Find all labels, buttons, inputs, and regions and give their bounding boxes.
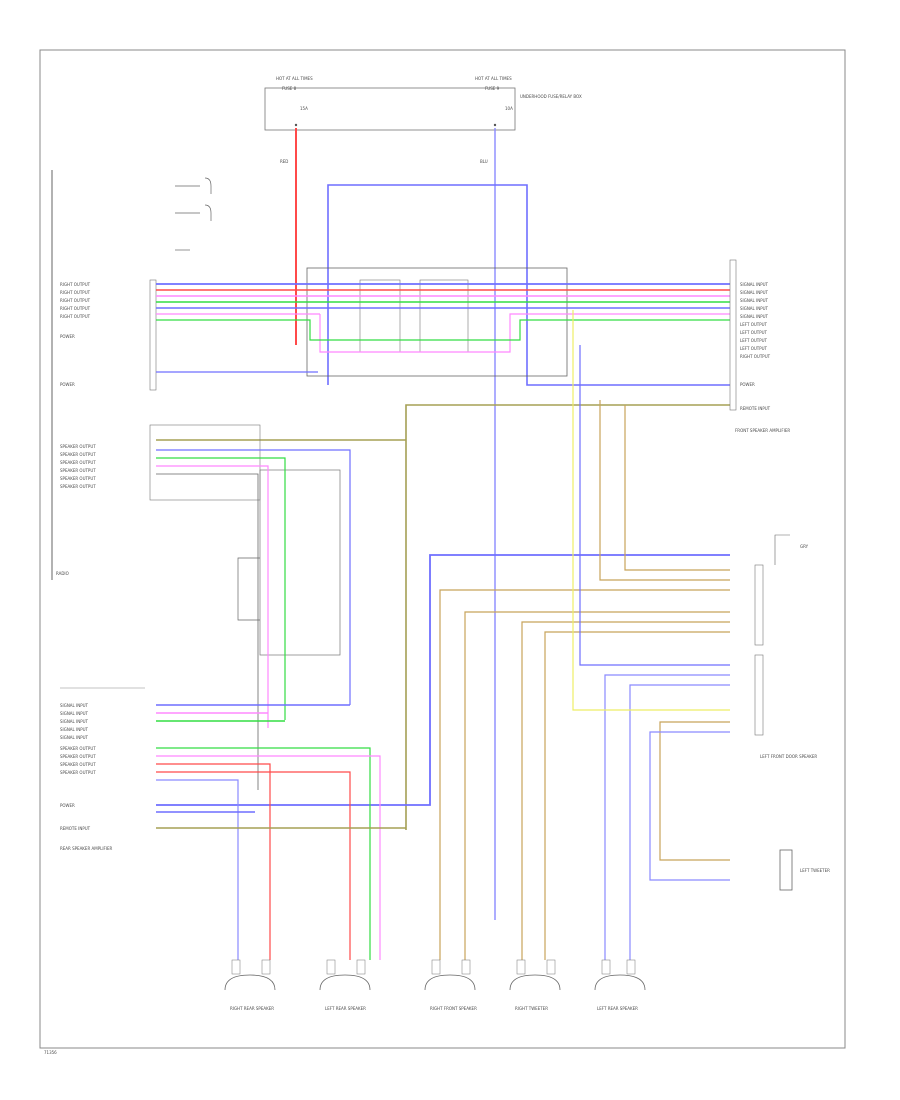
svg-text:SPEAKER OUTPUT: SPEAKER OUTPUT bbox=[60, 746, 96, 751]
svg-text:SPEAKER OUTPUT: SPEAKER OUTPUT bbox=[60, 762, 96, 767]
svg-text:SIGNAL INPUT: SIGNAL INPUT bbox=[60, 735, 89, 740]
wire-blue-return bbox=[156, 554, 730, 806]
svg-text:LEFT OUTPUT: LEFT OUTPUT bbox=[740, 338, 768, 343]
svg-text:SPEAKER OUTPUT: SPEAKER OUTPUT bbox=[60, 460, 96, 465]
harness-lower-left bbox=[156, 449, 351, 790]
svg-text:HOT AT ALL TIMES: HOT AT ALL TIMES bbox=[475, 76, 512, 81]
amp-right-block bbox=[729, 259, 737, 411]
right-connector: GRY LEFT FRONT DOOR SPEAKER bbox=[754, 534, 817, 759]
svg-text:SIGNAL INPUT: SIGNAL INPUT bbox=[740, 282, 769, 287]
svg-text:RIGHT OUTPUT: RIGHT OUTPUT bbox=[60, 306, 91, 311]
svg-text:SIGNAL INPUT: SIGNAL INPUT bbox=[60, 703, 89, 708]
svg-text:10A: 10A bbox=[505, 106, 513, 111]
svg-text:GRY: GRY bbox=[800, 544, 809, 549]
svg-text:RIGHT OUTPUT: RIGHT OUTPUT bbox=[60, 290, 91, 295]
svg-text:SPEAKER OUTPUT: SPEAKER OUTPUT bbox=[60, 484, 96, 489]
wire-blue-loop bbox=[327, 184, 730, 386]
harness-upper bbox=[156, 283, 730, 373]
fuse-left-terminal bbox=[294, 123, 298, 127]
svg-text:SIGNAL INPUT: SIGNAL INPUT bbox=[740, 298, 769, 303]
speaker-5: LEFT REAR SPEAKER bbox=[594, 959, 646, 1011]
svg-text:SIGNAL INPUT: SIGNAL INPUT bbox=[60, 711, 89, 716]
svg-text:RIGHT OUTPUT: RIGHT OUTPUT bbox=[60, 314, 91, 319]
amp-left-labels: RIGHT OUTPUT RIGHT OUTPUT RIGHT OUTPUT R… bbox=[60, 282, 96, 489]
svg-text:REAR SPEAKER AMPLIFIER: REAR SPEAKER AMPLIFIER bbox=[60, 846, 113, 851]
svg-text:POWER: POWER bbox=[740, 382, 755, 387]
svg-text:REMOTE INPUT: REMOTE INPUT bbox=[60, 826, 91, 831]
svg-text:SIGNAL INPUT: SIGNAL INPUT bbox=[740, 290, 769, 295]
svg-text:RIGHT OUTPUT: RIGHT OUTPUT bbox=[60, 298, 91, 303]
svg-text:SPEAKER OUTPUT: SPEAKER OUTPUT bbox=[60, 468, 96, 473]
svg-text:HOT AT ALL TIMES: HOT AT ALL TIMES bbox=[276, 76, 313, 81]
ground-symbols bbox=[175, 177, 212, 251]
svg-text:LEFT FRONT DOOR SPEAKER: LEFT FRONT DOOR SPEAKER bbox=[760, 754, 817, 759]
svg-text:RIGHT REAR SPEAKER: RIGHT REAR SPEAKER bbox=[230, 1006, 274, 1011]
svg-text:RIGHT FRONT SPEAKER: RIGHT FRONT SPEAKER bbox=[430, 1006, 477, 1011]
harness-lower-rows bbox=[156, 704, 406, 960]
radio-label: RADIO bbox=[56, 571, 69, 576]
svg-text:LEFT REAR SPEAKER: LEFT REAR SPEAKER bbox=[325, 1006, 366, 1011]
svg-text:SIGNAL INPUT: SIGNAL INPUT bbox=[60, 727, 89, 732]
wire-olive-remote bbox=[405, 404, 730, 830]
svg-text:LEFT OUTPUT: LEFT OUTPUT bbox=[740, 330, 768, 335]
amp-lower-block bbox=[60, 424, 341, 689]
amp-lower-labels: SIGNAL INPUT SIGNAL INPUT SIGNAL INPUT S… bbox=[60, 703, 113, 851]
svg-text:SPEAKER OUTPUT: SPEAKER OUTPUT bbox=[60, 452, 96, 457]
svg-text:POWER: POWER bbox=[60, 382, 75, 387]
svg-text:SIGNAL INPUT: SIGNAL INPUT bbox=[740, 314, 769, 319]
svg-text:FUSE 8: FUSE 8 bbox=[282, 86, 297, 91]
svg-text:LEFT OUTPUT: LEFT OUTPUT bbox=[740, 346, 768, 351]
svg-text:FUSE 9: FUSE 9 bbox=[485, 86, 500, 91]
svg-text:SPEAKER OUTPUT: SPEAKER OUTPUT bbox=[60, 754, 96, 759]
svg-text:RIGHT TWEETER: RIGHT TWEETER bbox=[515, 1006, 548, 1011]
svg-text:SIGNAL INPUT: SIGNAL INPUT bbox=[60, 719, 89, 724]
svg-text:LEFT REAR SPEAKER: LEFT REAR SPEAKER bbox=[597, 1006, 638, 1011]
svg-text:RIGHT OUTPUT: RIGHT OUTPUT bbox=[60, 282, 91, 287]
svg-text:LEFT TWEETER: LEFT TWEETER bbox=[800, 868, 830, 873]
svg-text:SIGNAL INPUT: SIGNAL INPUT bbox=[740, 306, 769, 311]
speaker-group: RIGHT REAR SPEAKER LEFT REAR SPEAKER RIG… bbox=[224, 959, 646, 1011]
svg-text:POWER: POWER bbox=[60, 803, 75, 808]
svg-text:POWER: POWER bbox=[60, 334, 75, 339]
corner-label: 71356 bbox=[44, 1050, 57, 1055]
svg-text:SPEAKER OUTPUT: SPEAKER OUTPUT bbox=[60, 476, 96, 481]
diagram-frame bbox=[39, 49, 846, 1049]
svg-text:BLU: BLU bbox=[480, 159, 488, 164]
amp-right-labels: SIGNAL INPUT SIGNAL INPUT SIGNAL INPUT S… bbox=[735, 282, 790, 433]
svg-text:SPEAKER OUTPUT: SPEAKER OUTPUT bbox=[60, 444, 96, 449]
harness-right-down bbox=[439, 310, 730, 960]
fuse-right-terminal bbox=[493, 123, 497, 127]
speaker-3: RIGHT FRONT SPEAKER bbox=[424, 959, 477, 1011]
svg-text:RIGHT OUTPUT: RIGHT OUTPUT bbox=[740, 354, 771, 359]
svg-text:SPEAKER OUTPUT: SPEAKER OUTPUT bbox=[60, 770, 96, 775]
speaker-1: RIGHT REAR SPEAKER bbox=[224, 959, 276, 1011]
speaker-4: RIGHT TWEETER bbox=[509, 959, 561, 1011]
svg-text:LEFT OUTPUT: LEFT OUTPUT bbox=[740, 322, 768, 327]
svg-text:RED: RED bbox=[280, 159, 288, 164]
svg-text:REMOTE INPUT: REMOTE INPUT bbox=[740, 406, 771, 411]
svg-text:15A: 15A bbox=[300, 106, 308, 111]
speaker-2: LEFT REAR SPEAKER bbox=[319, 959, 371, 1011]
svg-text:FRONT SPEAKER AMPLIFIER: FRONT SPEAKER AMPLIFIER bbox=[735, 428, 790, 433]
fuse-box: HOT AT ALL TIMES FUSE 8 15A HOT AT ALL T… bbox=[264, 76, 582, 131]
svg-text:UNDERHOOD FUSE/RELAY BOX: UNDERHOOD FUSE/RELAY BOX bbox=[520, 94, 582, 99]
left-tweeter: LEFT TWEETER bbox=[779, 849, 830, 891]
